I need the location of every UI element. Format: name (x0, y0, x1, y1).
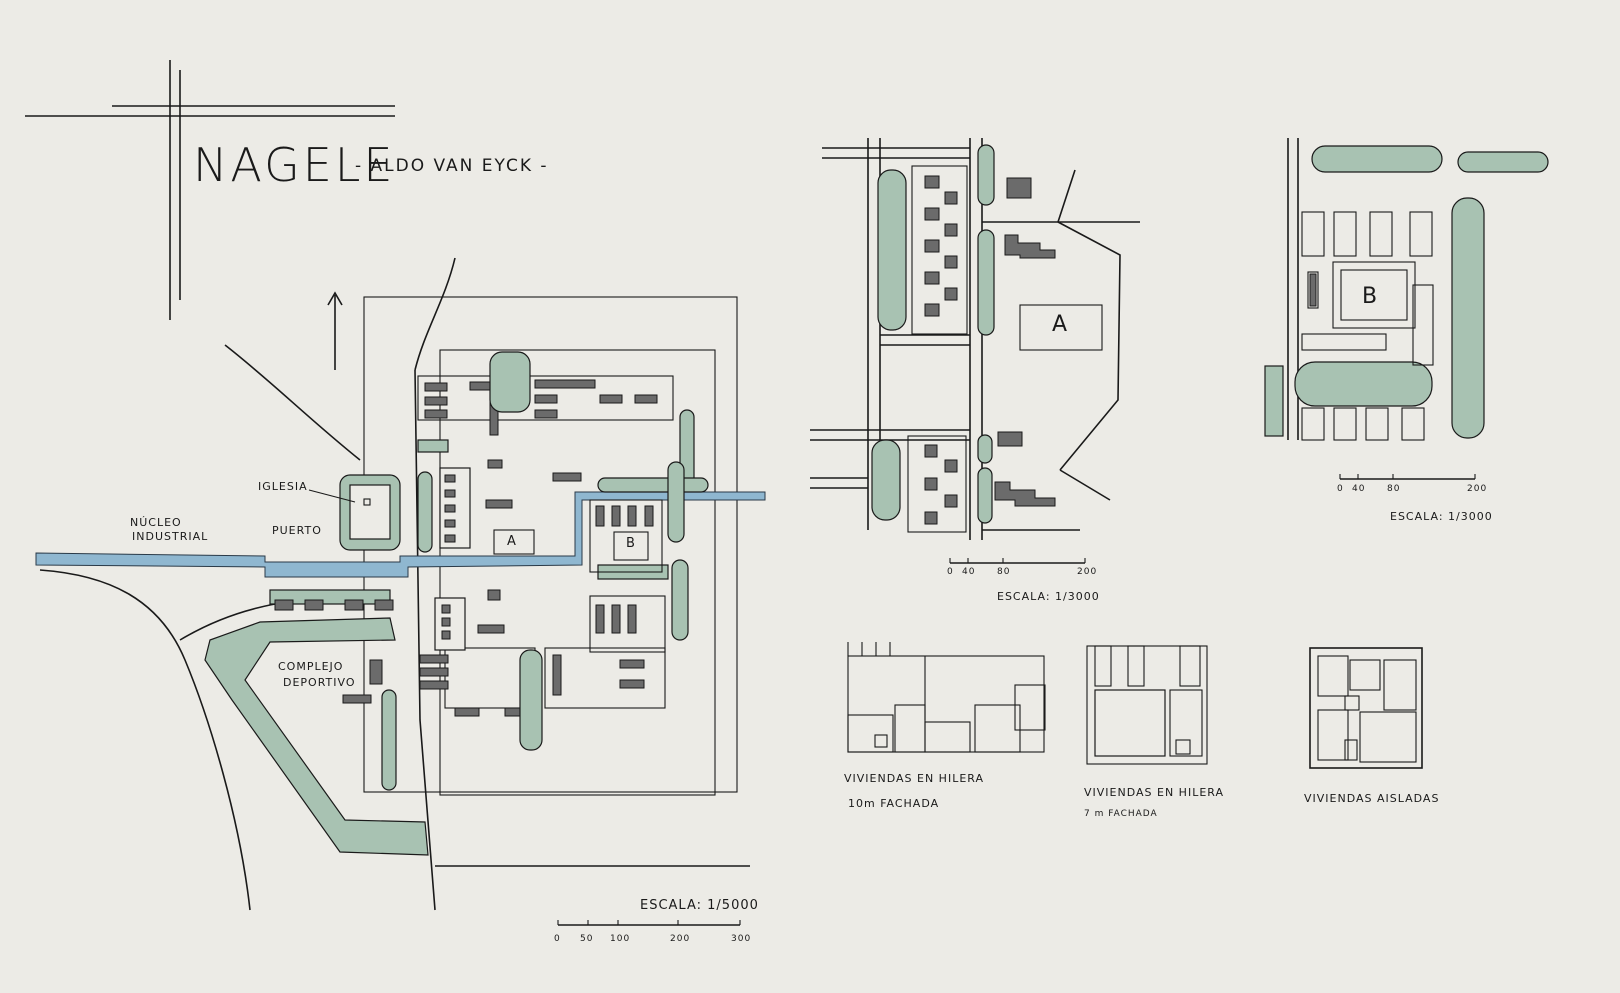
sports-complex (204, 617, 429, 856)
detail-a-label: A (1052, 312, 1069, 337)
label-nucleo-2: INDUSTRIAL (132, 530, 209, 543)
title-frame (25, 60, 395, 320)
housing-strip-south (269, 589, 394, 611)
detail-a-scale-tick: 200 (1077, 567, 1098, 577)
site-scale-tick: 0 (554, 934, 561, 944)
housing-type1-sub: 10m FACHADA (848, 797, 940, 810)
site-scale-tick: 50 (580, 934, 594, 944)
drawing-title: NAGELE (193, 138, 396, 192)
housing-plan-detached (1309, 647, 1423, 769)
label-nucleo-1: NÚCLEO (130, 516, 182, 529)
drawing-subtitle: - ALDO VAN EYCK - (355, 156, 549, 176)
label-zone-a: A (507, 534, 517, 549)
site-scale-tick: 100 (610, 934, 631, 944)
zone-a-blocks (417, 351, 709, 641)
housing-plan-7m (1086, 645, 1208, 765)
housing-type1-label: VIVIENDAS EN HILERA (844, 772, 984, 785)
housing-plan-10m (847, 642, 1046, 753)
site-plan (35, 257, 766, 926)
site-scale-tick: 200 (670, 934, 691, 944)
housing-type2-sub: 7 m FACHADA (1084, 809, 1158, 819)
label-complejo-1: COMPLEJO (278, 660, 344, 673)
detail-b-scale-tick: 0 (1337, 484, 1344, 494)
detail-b-label: B (1362, 284, 1379, 309)
site-scale-tick: 300 (731, 934, 752, 944)
detail-a-plan (810, 138, 1140, 564)
detail-b-scale-label: ESCALA: 1/3000 (1390, 510, 1493, 523)
canal (35, 491, 766, 578)
detail-a-scale-tick: 80 (997, 567, 1011, 577)
detail-a-scale-label: ESCALA: 1/3000 (997, 590, 1100, 603)
detail-b-scale-tick: 200 (1467, 484, 1488, 494)
label-puerto: PUERTO (272, 524, 322, 537)
detail-b-scale-tick: 40 (1352, 484, 1366, 494)
north-arrow-icon (327, 291, 343, 370)
housing-type2-label: VIVIENDAS EN HILERA (1084, 786, 1224, 799)
church-island (308, 474, 401, 551)
label-iglesia: IGLESIA (258, 480, 308, 493)
site-scale-bar (557, 920, 741, 926)
label-zone-b: B (626, 536, 636, 551)
detail-b-scale-tick: 80 (1387, 484, 1401, 494)
label-complejo-2: DEPORTIVO (283, 676, 356, 689)
detail-a-scale-tick: 0 (947, 567, 954, 577)
detail-b-plan (1264, 138, 1549, 480)
detail-a-scale-tick: 40 (962, 567, 976, 577)
site-scale-label: ESCALA: 1/5000 (640, 898, 759, 913)
zone-b-blocks (419, 499, 666, 751)
housing-type3-label: VIVIENDAS AISLADAS (1304, 792, 1440, 805)
